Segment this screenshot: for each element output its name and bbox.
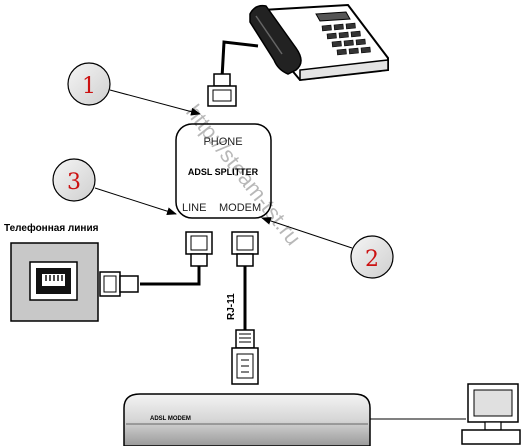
line-plug-icon [185, 231, 213, 267]
wall-socket-icon [10, 242, 99, 322]
wall-socket-label: Телефонная линия [4, 222, 99, 234]
splitter-phone-label: PHONE [203, 136, 242, 148]
marker-2: 2 [350, 235, 394, 279]
wall-plug-icon [99, 271, 139, 297]
arrow-2 [261, 217, 353, 249]
phone-cord [220, 40, 259, 79]
modem-label: ADSL MODEM [150, 416, 191, 422]
arrow-3 [94, 187, 177, 216]
arrow-1 [109, 89, 201, 116]
adsl-modem: ADSL MODEM [123, 393, 371, 446]
modem-plug-icon [231, 231, 259, 267]
marker-1: 1 [67, 62, 111, 106]
computer-icon [461, 383, 521, 445]
splitter-name: ADSL SPLITTER [188, 167, 259, 177]
marker-2-text: 2 [365, 247, 379, 272]
line-cable [140, 266, 201, 286]
adsl-splitter: PHONE ADSL SPLITTER LINE MODEM [175, 123, 272, 219]
splitter-modem-label: MODEM [219, 202, 261, 214]
marker-1-text: 1 [82, 74, 96, 99]
rj11-label: RJ-11 [226, 293, 237, 320]
phone-plug-icon [207, 73, 237, 107]
marker-3: 3 [52, 158, 96, 202]
marker-3-text: 3 [67, 170, 81, 195]
rj11-plug-icon [231, 329, 259, 385]
telephone-icon [249, 3, 389, 82]
splitter-line-label: LINE [182, 202, 206, 214]
